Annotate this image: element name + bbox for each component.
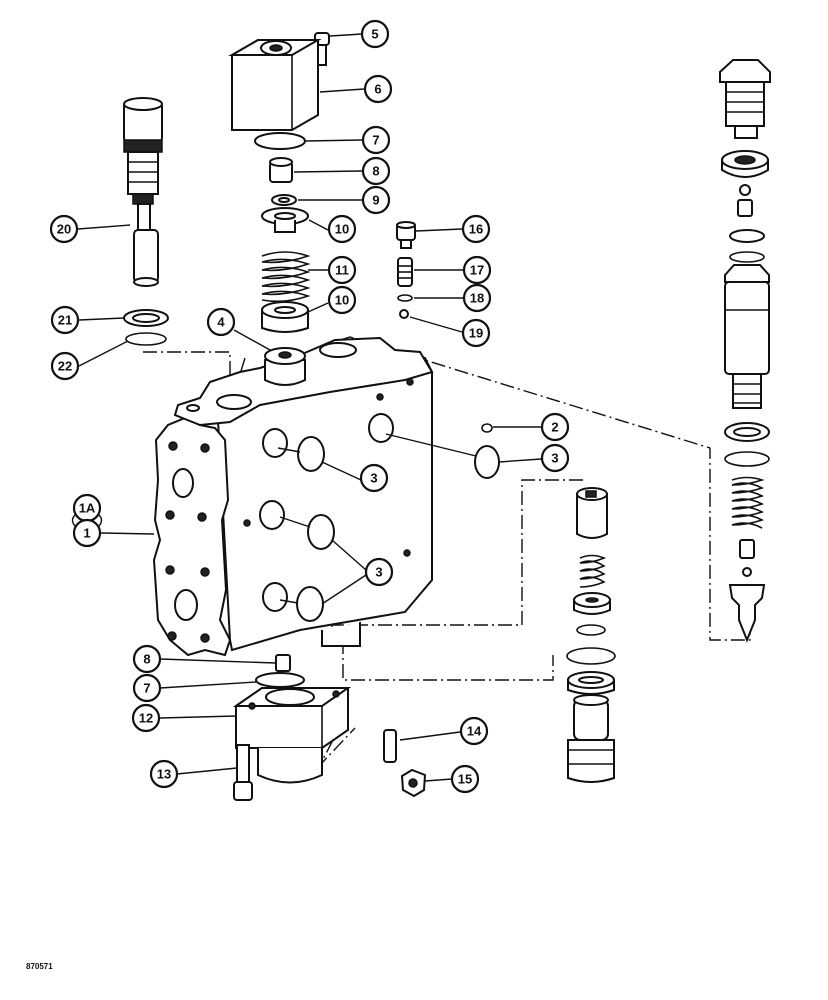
- callout-label: 15: [458, 772, 472, 787]
- callout-17: 17: [462, 255, 492, 285]
- callout-label: 10: [335, 293, 349, 308]
- callout-11: 11: [327, 255, 357, 285]
- callout-10b: 10: [327, 285, 357, 315]
- figure-id: 870571: [26, 962, 53, 971]
- callout-label: 4: [217, 315, 225, 330]
- callout-label: 11: [335, 263, 349, 278]
- callout-8: 8: [361, 156, 391, 186]
- callout-label: 3: [375, 565, 382, 580]
- callout-label: 12: [139, 711, 153, 726]
- callout-18: 18: [462, 283, 492, 313]
- callout-join: [71, 514, 103, 527]
- callout-label: 22: [58, 359, 72, 374]
- callout-label: 3: [551, 451, 558, 466]
- callout-label: 1A: [79, 501, 96, 516]
- callout-label: 8: [143, 652, 150, 667]
- callouts: 5 6 7 8 9 10 16 20 11 17 10 18 21 4 19 2…: [49, 19, 570, 794]
- leader-lines: [77, 33, 542, 782]
- callout-label: 9: [372, 193, 379, 208]
- callout-2: 2: [540, 412, 570, 442]
- callout-label: 18: [470, 291, 484, 306]
- o-rings-3: [296, 436, 500, 622]
- callout-label: 19: [469, 326, 483, 341]
- callout-20: 20: [49, 214, 79, 244]
- callout-label: 3: [370, 471, 377, 486]
- callout-label: 7: [143, 681, 150, 696]
- callout-9: 9: [361, 185, 391, 215]
- callout-12: 12: [131, 703, 161, 733]
- callout-16: 16: [461, 214, 491, 244]
- callout-label: 10: [335, 222, 349, 237]
- solenoid-stack: [228, 32, 330, 333]
- callout-19: 19: [461, 318, 491, 348]
- relief-cartridge-20: [123, 97, 169, 346]
- callout-21: 21: [50, 305, 80, 335]
- callout-4: 4: [206, 307, 236, 337]
- callout-3a: 3: [540, 443, 570, 473]
- callout-label: 7: [372, 133, 379, 148]
- callout-3c: 3: [364, 557, 394, 587]
- callout-14: 14: [459, 716, 489, 746]
- callout-label: 5: [371, 27, 378, 42]
- callout-label: 17: [470, 263, 484, 278]
- callout-7b: 7: [132, 673, 162, 703]
- callout-15: 15: [450, 764, 480, 794]
- check-plug-parts: [396, 221, 493, 433]
- callout-label: 8: [372, 164, 379, 179]
- callout-label: 20: [57, 222, 71, 237]
- callout-13: 13: [149, 759, 179, 789]
- callout-8b: 8: [132, 644, 162, 674]
- valve-body: [152, 336, 434, 657]
- callout-label: 16: [469, 222, 483, 237]
- callout-22: 22: [50, 351, 80, 381]
- callout-6: 6: [363, 74, 393, 104]
- callout-10: 10: [327, 214, 357, 244]
- spool-stack: [566, 487, 616, 783]
- callout-5: 5: [360, 19, 390, 49]
- callout-label: 13: [157, 767, 171, 782]
- callout-label: 6: [374, 82, 381, 97]
- callout-label: 2: [551, 420, 558, 435]
- right-valve-column: [719, 59, 771, 643]
- callout-label: 1: [83, 526, 90, 541]
- callout-label: 14: [467, 724, 482, 739]
- callout-7: 7: [361, 125, 391, 155]
- plug-4: [264, 347, 306, 386]
- callout-3b: 3: [359, 463, 389, 493]
- callout-1A: 1A: [72, 493, 102, 523]
- end-cap-assembly: [232, 654, 427, 801]
- callout-label: 21: [58, 313, 72, 328]
- callout-1: 1: [72, 518, 102, 548]
- dashed-routing-lines: [143, 336, 751, 766]
